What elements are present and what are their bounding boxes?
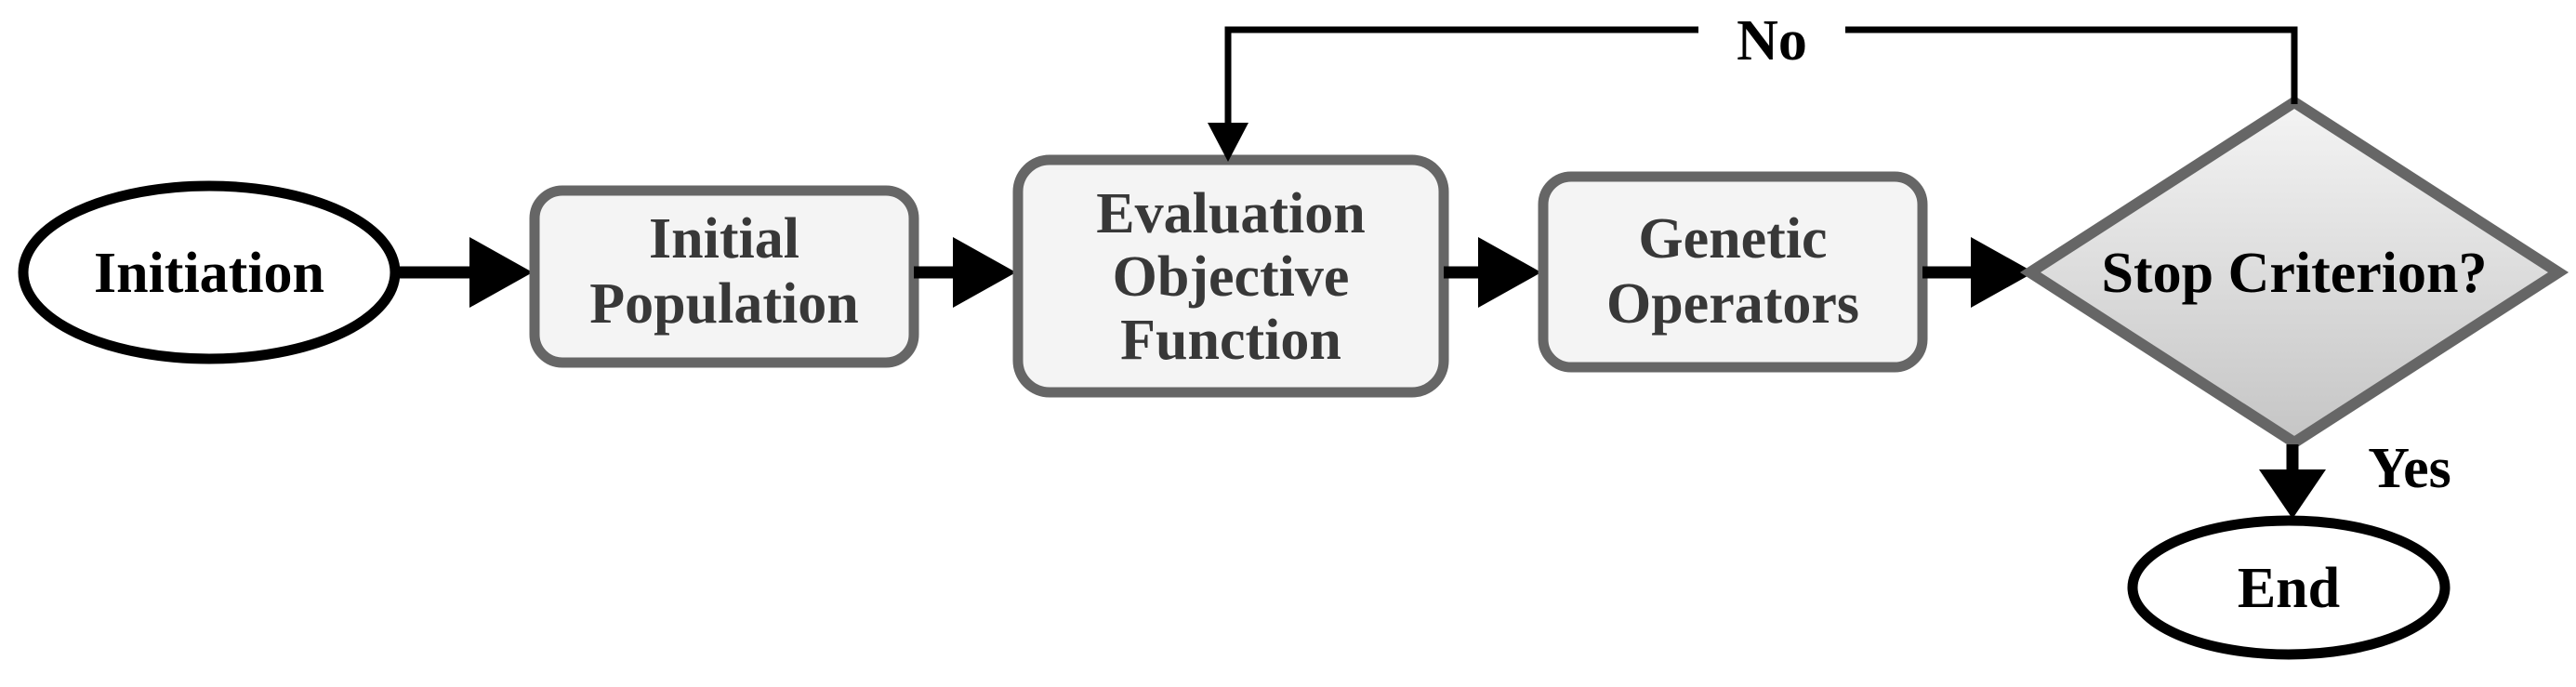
- edge-genetic-operators-to-stop-criterion: [1922, 237, 2034, 308]
- arrowhead-right-icon: [953, 237, 1016, 308]
- arrowhead-right-icon: [469, 237, 533, 308]
- arrowhead-right-icon: [1971, 237, 2034, 308]
- evaluation-label-line1: Evaluation: [1096, 182, 1365, 245]
- edge-stop-criterion-to-evaluation-no: No: [1208, 9, 2298, 162]
- edge-evaluation-to-genetic-operators: [1444, 237, 1541, 308]
- loop-line-left-segment: [1224, 26, 1698, 127]
- initial-population-label-line2: Population: [589, 272, 858, 336]
- yes-edge-label: Yes: [2368, 437, 2451, 500]
- end-ellipse: [2127, 515, 2451, 660]
- evaluation-label-line2: Objective: [1113, 245, 1350, 309]
- stop-criterion-label: Stop Criterion?: [2101, 242, 2487, 305]
- node-end: End: [2127, 515, 2451, 660]
- arrowhead-down-icon: [2259, 469, 2326, 519]
- edge-initiation-to-initial-population: [395, 237, 533, 308]
- initiation-label: Initiation: [94, 242, 324, 305]
- stop-criterion-diamond: [2019, 95, 2569, 450]
- genetic-operators-label-line1: Genetic: [1638, 207, 1827, 271]
- genetic-operators-label-line2: Operators: [1606, 272, 1859, 336]
- arrowhead-down-icon: [1208, 123, 1248, 162]
- node-genetic-operators: Genetic Operators: [1538, 171, 1928, 373]
- edge-stop-criterion-to-end-yes: Yes: [2259, 437, 2451, 519]
- loop-line-right-segment: [1845, 26, 2298, 104]
- initial-population-label-line1: Initial: [649, 207, 799, 271]
- arrowhead-right-icon: [1478, 237, 1541, 308]
- node-evaluation-objective-function: Evaluation Objective Function: [1012, 154, 1449, 398]
- edge-initial-population-to-evaluation: [914, 237, 1016, 308]
- node-initial-population: Initial Population: [529, 185, 919, 368]
- node-stop-criterion: Stop Criterion?: [2019, 95, 2569, 450]
- evaluation-label-line3: Function: [1120, 309, 1341, 372]
- node-initiation: Initiation: [18, 180, 401, 364]
- no-edge-label: No: [1737, 9, 1807, 73]
- end-label: End: [2238, 557, 2340, 620]
